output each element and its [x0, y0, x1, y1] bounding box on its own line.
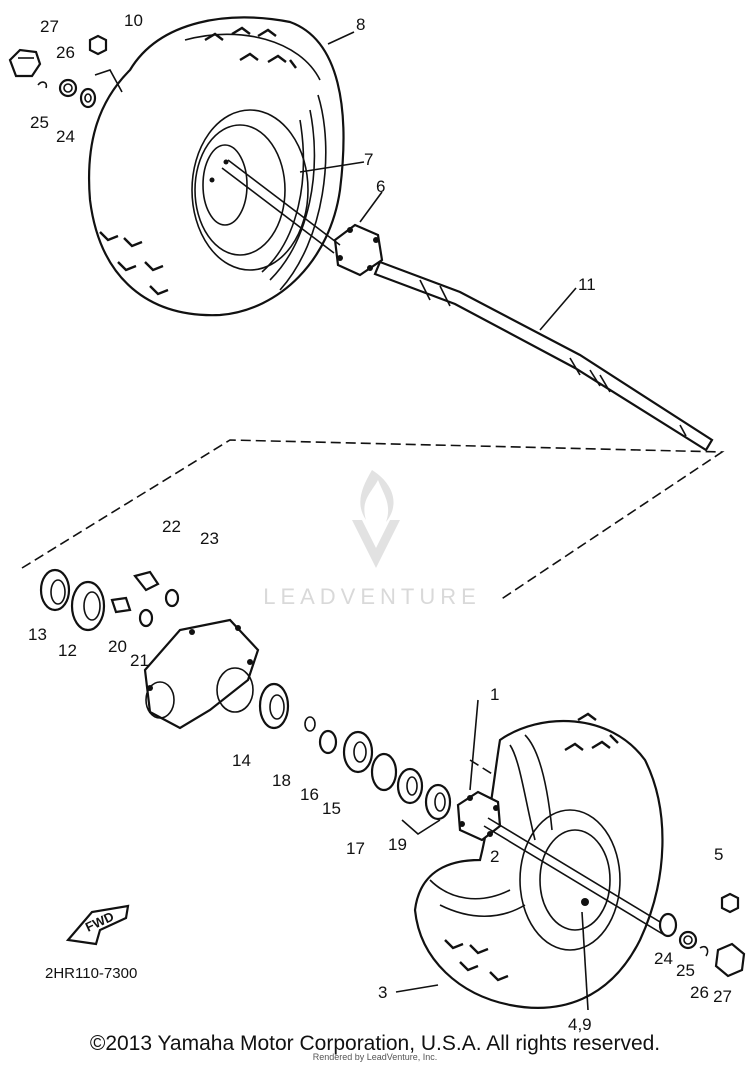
callout-7: 7 [364, 150, 373, 169]
callout-27-bottom: 27 [713, 987, 732, 1006]
bottom-axle-nut-parts [658, 892, 746, 978]
callout-26-top: 26 [56, 43, 75, 62]
callout-6: 6 [376, 177, 385, 196]
callout-15: 15 [322, 799, 341, 818]
callout-labels: 27 10 26 8 25 24 7 6 11 22 23 13 12 20 2… [28, 11, 732, 1034]
callout-11: 11 [578, 275, 596, 294]
callout-25-bottom: 25 [676, 961, 695, 980]
callout-25-top: 25 [30, 113, 49, 132]
callout-17: 17 [346, 839, 365, 858]
top-tire [87, 16, 345, 317]
callout-5: 5 [714, 845, 723, 864]
callout-13: 13 [28, 625, 47, 644]
top-hub [333, 223, 384, 277]
callout-18: 18 [272, 771, 291, 790]
callout-26-bottom: 26 [690, 983, 709, 1002]
bottom-hub [456, 790, 671, 937]
bottom-tire [413, 712, 664, 1009]
callout-8: 8 [356, 15, 365, 34]
callout-4-9: 4,9 [568, 1015, 592, 1034]
callout-16: 16 [300, 785, 319, 804]
leader-lines [299, 31, 589, 1011]
leadventure-watermark: LEADVENTURE [263, 470, 481, 609]
callout-2: 2 [490, 847, 499, 866]
fwd-arrow: FWD [65, 904, 130, 946]
callout-20: 20 [108, 637, 127, 656]
callout-27-top: 27 [40, 17, 59, 36]
middle-parts [39, 568, 452, 835]
callout-10: 10 [124, 11, 143, 30]
callout-1: 1 [490, 685, 499, 704]
rear-axle-shaft [221, 159, 714, 452]
callout-12: 12 [58, 641, 77, 660]
callout-19: 19 [388, 835, 407, 854]
watermark-text: LEADVENTURE [263, 584, 481, 609]
callout-24-bottom: 24 [654, 949, 673, 968]
callout-14: 14 [232, 751, 251, 770]
top-axle-nut-parts [8, 34, 123, 109]
copyright-notice: ©2013 Yamaha Motor Corporation, U.S.A. A… [89, 1032, 661, 1055]
callout-24-top: 24 [56, 127, 75, 146]
callout-23: 23 [200, 529, 219, 548]
diagram-code: 2HR110-7300 [45, 965, 137, 982]
callout-3: 3 [378, 983, 387, 1002]
rendered-by-note: Rendered by LeadVenture, Inc. [312, 1052, 438, 1062]
callout-21: 21 [130, 651, 149, 670]
callout-22: 22 [162, 517, 181, 536]
